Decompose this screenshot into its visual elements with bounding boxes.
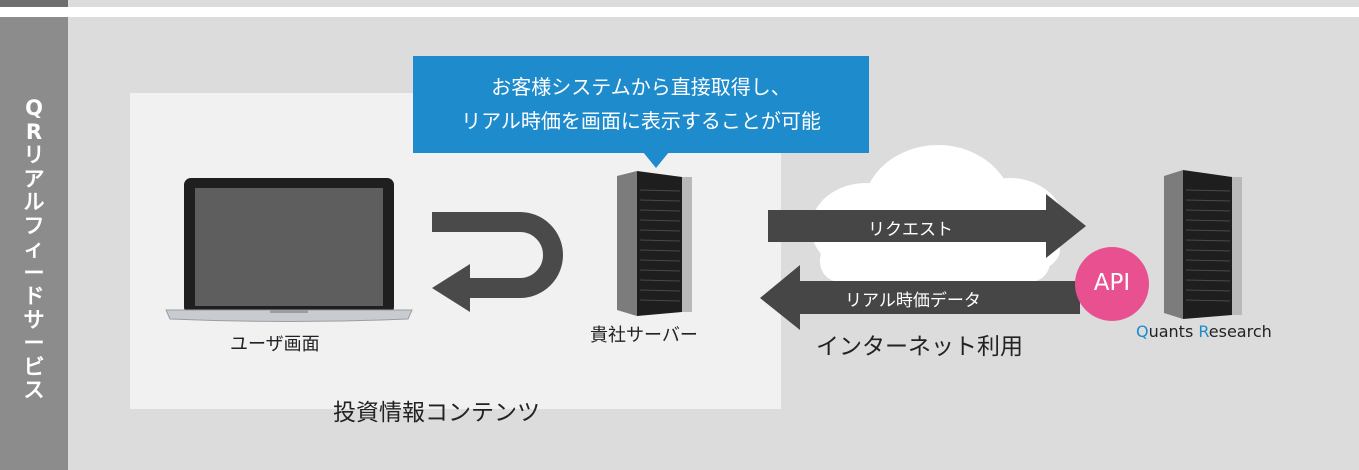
company-server-icon bbox=[617, 171, 692, 316]
callout-tail bbox=[643, 152, 669, 168]
sidebar: Q R リ ア ル フ ィ ー ド サ ー ビ ス bbox=[0, 17, 68, 470]
investment-content-label: 投資情報コンテンツ bbox=[333, 400, 540, 426]
data-arrow bbox=[760, 265, 1080, 330]
logo-q: Q bbox=[1136, 322, 1149, 341]
return-arrow-icon bbox=[432, 212, 563, 312]
callout-text: お客様システムから直接取得し、 リアル時価を画面に表示することが可能 bbox=[461, 75, 821, 133]
realtime-data-label: リアル時価データ bbox=[845, 291, 981, 311]
company-server-label: 貴社サーバー bbox=[590, 325, 698, 346]
logo-uants: uants bbox=[1148, 322, 1199, 341]
top-bar bbox=[68, 0, 1359, 7]
api-label: API bbox=[1093, 270, 1131, 296]
laptop-icon bbox=[165, 178, 413, 322]
api-badge bbox=[1075, 247, 1149, 321]
callout-box: お客様システムから直接取得し、 リアル時価を画面に表示することが可能 bbox=[413, 56, 869, 153]
top-bar-accent bbox=[0, 0, 68, 7]
sidebar-title: Q R リ ア ル フ ィ ー ド サ ー ビ ス bbox=[23, 96, 45, 402]
quants-server-icon bbox=[1164, 170, 1242, 319]
logo-r: R bbox=[1198, 322, 1209, 341]
quants-research-logo: Quants Research bbox=[1136, 322, 1272, 341]
request-arrow bbox=[768, 194, 1086, 258]
request-label: リクエスト bbox=[868, 220, 953, 240]
logo-esearch: esearch bbox=[1208, 322, 1272, 341]
internet-label: インターネット利用 bbox=[816, 334, 1023, 360]
user-screen-label: ユーザ画面 bbox=[230, 334, 320, 355]
